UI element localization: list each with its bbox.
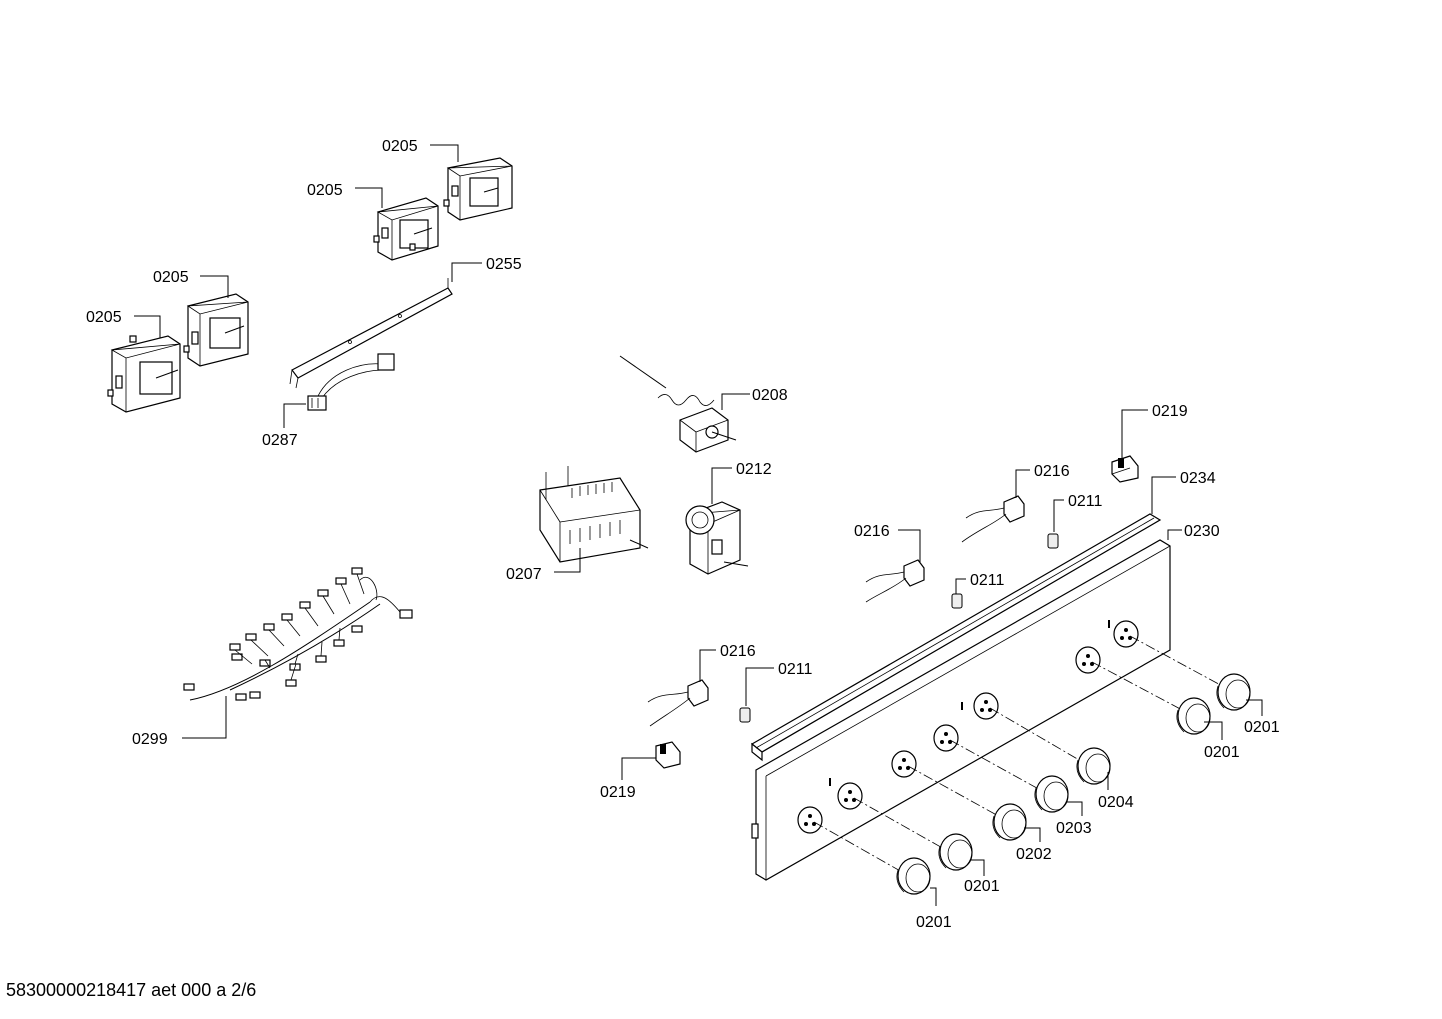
label-0207: 0207 [506, 566, 542, 583]
sensor-0216-top[interactable] [961, 495, 1025, 543]
part-labels: 0205 0205 0205 0205 0255 0287 0208 0212 … [86, 138, 1280, 931]
sensor-0216-middle[interactable] [865, 559, 925, 603]
knob-0201-rear-left[interactable] [1176, 697, 1211, 735]
panel-knob-holes [797, 620, 1139, 834]
document-code: 58300000218417 aet 000 a 2/6 [6, 980, 257, 1000]
knob-0204[interactable] [1076, 747, 1111, 785]
label-0201: 0201 [916, 914, 952, 931]
label-0205: 0205 [382, 138, 418, 155]
label-0255: 0255 [486, 256, 522, 273]
label-0202: 0202 [1016, 846, 1052, 863]
label-0204: 0204 [1098, 794, 1134, 811]
label-0201: 0201 [964, 878, 1000, 895]
plug-0211-bottom[interactable] [739, 707, 751, 723]
clip-0219-top[interactable] [1111, 455, 1139, 483]
knob-axis-lines [813, 635, 1227, 873]
label-0216: 0216 [854, 523, 890, 540]
label-0201: 0201 [1204, 744, 1240, 761]
cable-0287[interactable] [307, 353, 395, 411]
thermostat-0208[interactable] [619, 355, 737, 453]
label-0216: 0216 [1034, 463, 1070, 480]
timer-0212[interactable] [685, 501, 749, 575]
label-0201: 0201 [1244, 719, 1280, 736]
panel-hole-marks [804, 620, 1132, 826]
switch-0205-left-left[interactable] [107, 335, 181, 413]
knob-0201-front-left[interactable] [896, 857, 931, 895]
knob-0201-front-second[interactable] [938, 833, 973, 871]
knob-0202[interactable] [992, 803, 1027, 841]
label-0219: 0219 [600, 784, 636, 801]
profile-strip-0234[interactable] [750, 513, 1162, 762]
label-0234: 0234 [1180, 470, 1216, 487]
selector-switch-0207[interactable] [539, 466, 649, 563]
label-0211: 0211 [970, 572, 1005, 589]
label-0211: 0211 [1068, 493, 1103, 510]
knob-0201-rear-right[interactable] [1216, 673, 1251, 711]
label-0299: 0299 [132, 731, 168, 748]
label-0205: 0205 [153, 269, 189, 286]
label-0203: 0203 [1056, 820, 1092, 837]
label-0212: 0212 [736, 461, 772, 478]
sensor-0216-bottom[interactable] [647, 679, 709, 727]
leader-lines [134, 144, 1263, 906]
label-0208: 0208 [752, 387, 788, 404]
plug-0211-top[interactable] [1047, 533, 1059, 549]
label-0205: 0205 [86, 309, 122, 326]
switch-0205-top-left[interactable] [373, 197, 439, 261]
switch-0205-top-right[interactable] [443, 157, 513, 221]
label-0216: 0216 [720, 643, 756, 660]
label-0287: 0287 [262, 432, 298, 449]
knob-0203[interactable] [1034, 775, 1069, 813]
plug-0211-middle[interactable] [951, 593, 963, 609]
clip-0219-bottom[interactable] [655, 741, 681, 769]
label-0230: 0230 [1184, 523, 1220, 540]
wiring-harness-0299[interactable] [183, 567, 413, 701]
label-0211: 0211 [778, 661, 813, 678]
label-0219: 0219 [1152, 403, 1188, 420]
label-0205: 0205 [307, 182, 343, 199]
switch-0205-left-right[interactable] [183, 293, 249, 367]
bracket-0255[interactable] [289, 278, 453, 389]
